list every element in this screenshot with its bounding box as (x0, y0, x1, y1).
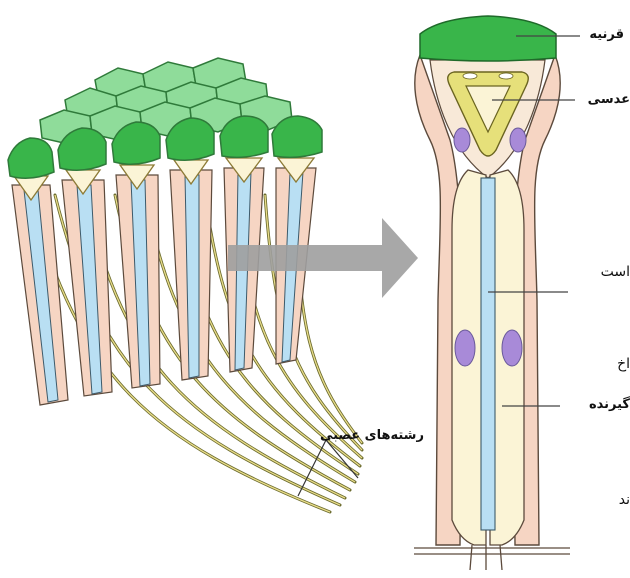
text-ast: است (601, 264, 630, 280)
cornea-cap (420, 16, 556, 61)
receptor-label: گیرنده (589, 397, 630, 412)
axons (414, 545, 570, 570)
text-nand: ند (619, 492, 630, 508)
cornea-facets (8, 58, 322, 178)
lens-label: عدسی (588, 92, 630, 107)
receptor-nucleus-left (455, 330, 475, 366)
pigment-nucleus-right (510, 128, 526, 152)
cornea-label: قرنیه (589, 27, 624, 42)
pigment-nucleus-left (454, 128, 470, 152)
receptor-nucleus-right (502, 330, 522, 366)
ommatidium-detail (414, 16, 570, 570)
rhabdom (481, 178, 495, 530)
text-akh: اخ (617, 356, 630, 372)
ommatidia-bundle (8, 58, 362, 512)
nerve-fibers-label: رشته‌های عصبی (320, 428, 424, 443)
